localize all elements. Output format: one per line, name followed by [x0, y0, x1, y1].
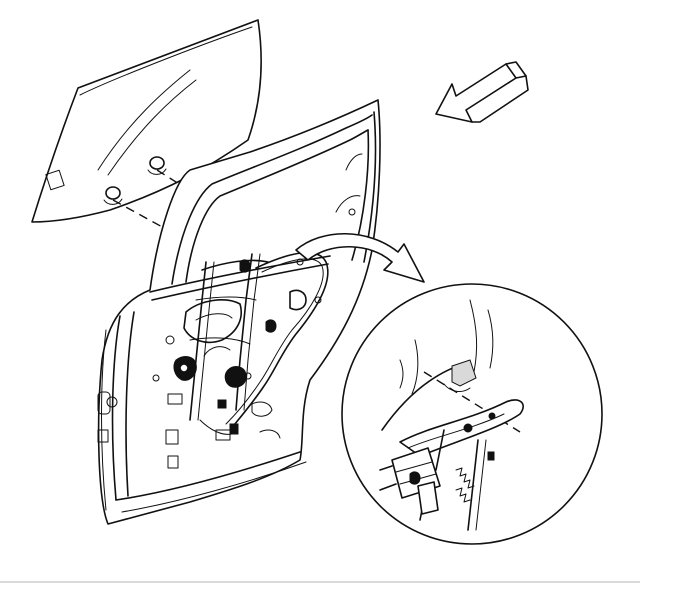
door-frame — [97, 99, 381, 525]
detail-view — [341, 283, 603, 545]
glass-clip-front — [103, 186, 123, 205]
callout-arrow — [295, 233, 425, 283]
window-glass — [31, 19, 262, 223]
glass-clip-rear — [147, 156, 167, 175]
direction-arrow — [435, 61, 529, 123]
